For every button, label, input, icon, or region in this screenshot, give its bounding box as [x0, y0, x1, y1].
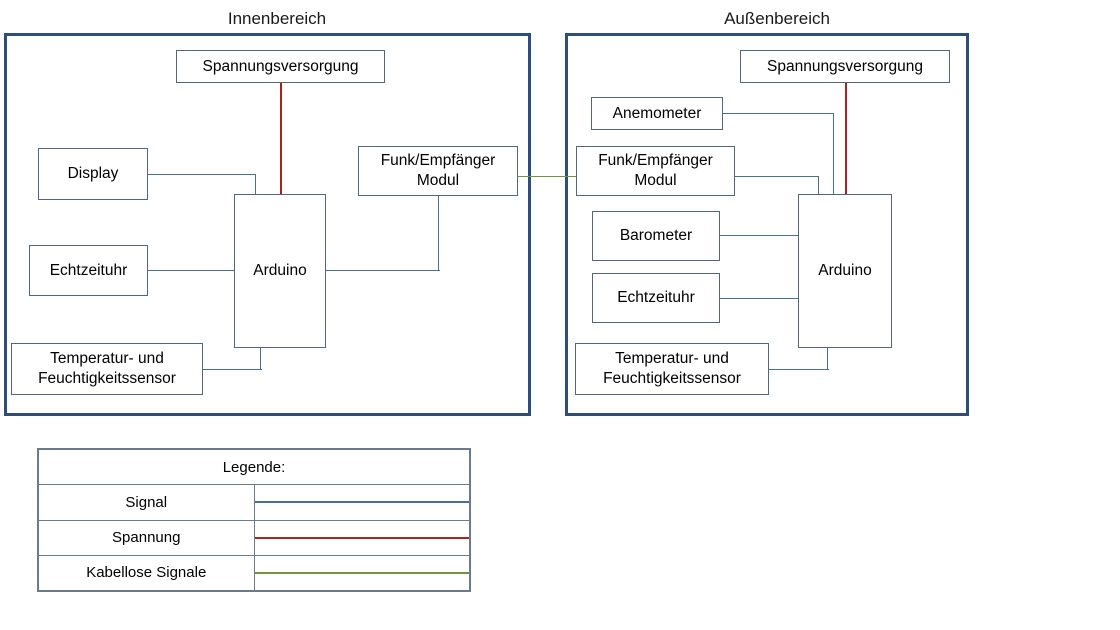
node-rtc-indoor[interactable]: Echtzeituhr [29, 245, 148, 296]
wire-power-to-arduino-indoor [280, 83, 282, 195]
node-power-supply-outdoor[interactable]: Spannungsversorgung [740, 50, 950, 83]
legend-row-kabellose-signale: Kabellose Signale [38, 554, 470, 592]
node-rtc-outdoor[interactable]: Echtzeituhr [592, 273, 720, 323]
legend-label-kabellose-signale: Kabellose Signale [38, 554, 255, 592]
legend-swatch-cell-spannung [253, 519, 470, 556]
legend-swatch-spannung [254, 536, 469, 539]
node-temp-humidity-sensor-outdoor[interactable]: Temperatur- und Feuchtigkeitssensor [575, 343, 769, 395]
legend: Legende: Signal Spannung Kabellose Signa… [37, 448, 471, 592]
wire-rtc-to-arduino [148, 270, 236, 271]
wire-power-to-arduino-outdoor [845, 83, 847, 195]
node-label-line1: Funk/Empfänger [598, 152, 713, 170]
node-label: Barometer [619, 227, 693, 245]
legend-title: Legende: [38, 448, 470, 486]
wire-temp-to-arduino-h-outdoor [768, 369, 829, 370]
legend-swatch-signal [254, 501, 469, 504]
wire-display-to-arduino-v [255, 174, 256, 194]
node-label-line1: Funk/Empfänger [380, 152, 496, 170]
node-label-line2: Feuchtigkeitssensor [38, 370, 176, 387]
wire-arduino-to-radio-v [438, 196, 439, 271]
node-temp-humidity-sensor-indoor[interactable]: Temperatur- und Feuchtigkeitssensor [11, 343, 203, 395]
node-label: Display [67, 165, 119, 183]
legend-row-spannung: Spannung [38, 519, 470, 556]
node-label-line1: Temperatur- und [615, 350, 729, 368]
wire-wireless-link [517, 176, 577, 177]
wire-rtc-to-arduino-outdoor [719, 298, 800, 299]
node-arduino-indoor[interactable]: Arduino [234, 194, 326, 348]
wire-anemometer-to-arduino-h [722, 113, 834, 114]
node-label: Spannungsversorgung [202, 57, 359, 75]
node-label-line2: Modul [416, 172, 460, 189]
legend-row-signal: Signal [38, 484, 470, 521]
node-power-supply-indoor[interactable]: Spannungsversorgung [176, 50, 385, 83]
legend-label-signal: Signal [38, 484, 255, 521]
wire-temp-to-arduino-h [202, 369, 262, 370]
wire-temp-to-arduino-v-outdoor [827, 347, 828, 370]
wire-anemometer-to-arduino-v [833, 113, 834, 195]
node-label-line2: Feuchtigkeitssensor [603, 370, 741, 387]
legend-header-row: Legende: [38, 448, 470, 486]
legend-swatch-cell-kabellose-signale [253, 554, 470, 592]
zone-title-aussenbereich: Außenbereich [724, 9, 830, 28]
wire-arduino-to-radio-h [325, 270, 440, 271]
node-radio-module-outdoor[interactable]: Funk/Empfänger Modul [576, 146, 735, 196]
node-label: Echtzeituhr [617, 289, 695, 307]
legend-swatch-cell-signal [253, 484, 470, 521]
node-label: Arduino [818, 262, 872, 280]
node-anemometer[interactable]: Anemometer [591, 97, 723, 130]
node-label: Anemometer [612, 104, 702, 122]
node-radio-module-indoor[interactable]: Funk/Empfänger Modul [358, 146, 518, 196]
zone-title-innenbereich: Innenbereich [227, 9, 327, 28]
wire-temp-to-arduino-v [260, 347, 261, 370]
node-label-line2: Modul [634, 172, 677, 189]
node-label-line1: Temperatur- und [50, 350, 164, 368]
node-barometer[interactable]: Barometer [592, 211, 720, 261]
wire-barometer-to-arduino [719, 235, 800, 236]
node-arduino-outdoor[interactable]: Arduino [798, 194, 892, 348]
zone-outdoor [565, 33, 969, 416]
legend-swatch-kabellose-signale [254, 571, 469, 574]
wire-display-to-arduino-h [148, 174, 256, 175]
legend-label-spannung: Spannung [38, 519, 255, 556]
wire-radio-to-arduino-v [818, 176, 819, 195]
node-display[interactable]: Display [38, 148, 148, 200]
node-label: Spannungsversorgung [767, 57, 923, 75]
wire-radio-to-arduino-h [734, 176, 819, 177]
node-label: Arduino [253, 262, 307, 280]
zone-indoor [4, 33, 531, 416]
node-label: Echtzeituhr [49, 261, 128, 279]
